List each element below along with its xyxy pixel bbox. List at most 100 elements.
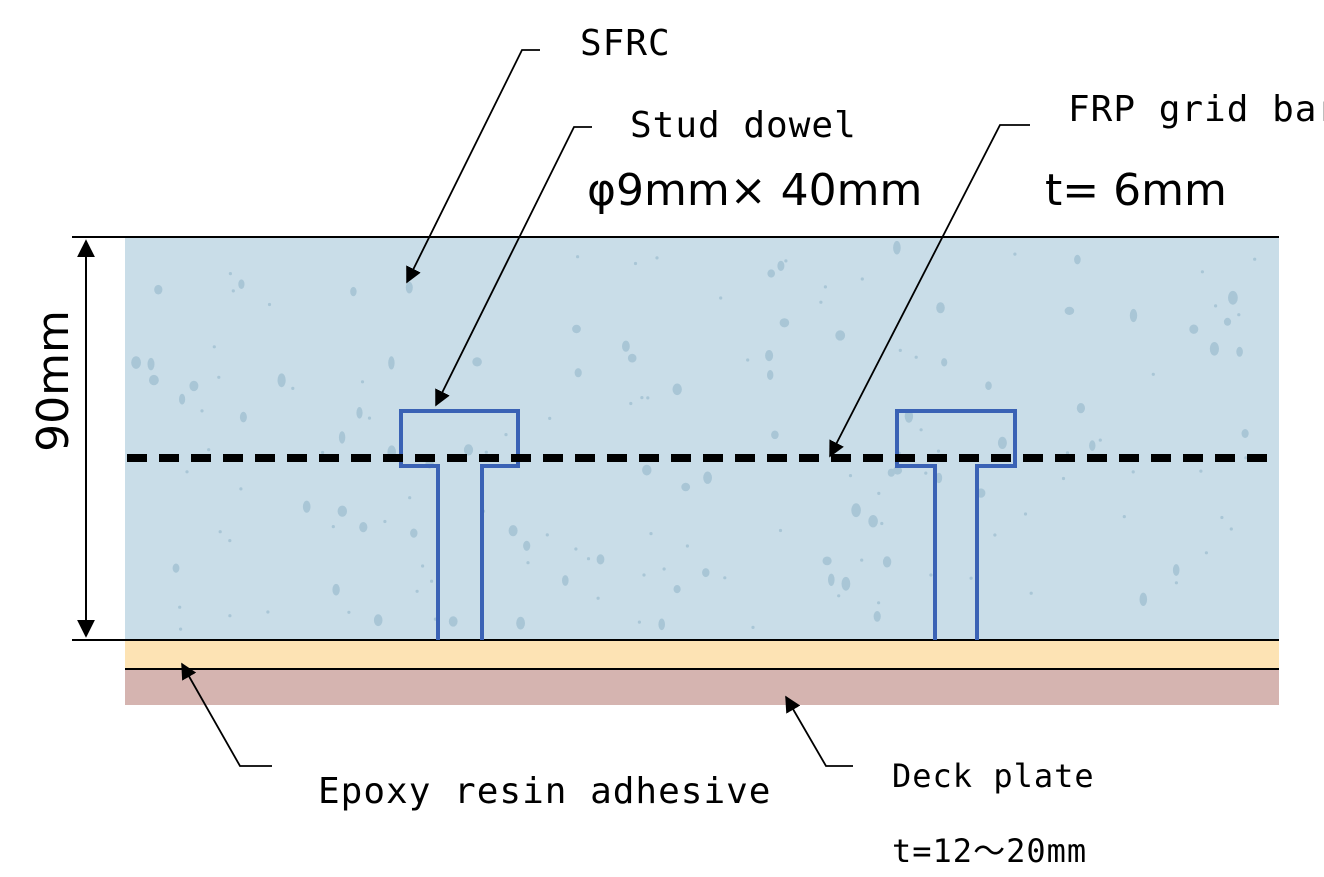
aggregate-speck [574,368,582,378]
aggregate-speck [767,269,775,278]
aggregate-speck [239,411,247,423]
aggregate-speck [548,416,552,420]
aggregate-speck [302,500,311,513]
aggregate-speck [178,605,182,609]
aggregate-speck [576,255,580,259]
aggregate-speck [1236,346,1243,357]
aggregate-speck [388,356,395,370]
aggregate-speck [751,625,755,630]
aggregate-speck [681,482,691,492]
aggregate-speck [1076,403,1085,414]
aggregate-speck [1089,440,1096,451]
aggregate-speck [463,444,474,456]
aggregate-speck [350,286,357,297]
aggregate-speck [338,431,346,444]
aggregate-speck [765,350,774,362]
aggregate-speck [545,533,549,537]
aggregate-speck [574,547,578,551]
aggregate-speck [649,532,653,536]
aggregate-speck [1214,304,1218,308]
aggregate-speck [835,330,846,341]
aggregate-speck [231,289,235,293]
aggregate-speck [904,409,914,423]
aggregate-speck [200,409,204,413]
aggregate-speck [1131,470,1135,474]
aggregate-speck [1061,476,1066,481]
aggregate-speck [179,627,183,631]
aggregate-speck [685,544,690,548]
aggregate-speck [622,340,630,352]
aggregate-speck [154,284,163,295]
aggregate-speck [523,540,531,551]
aggregate-speck [291,386,295,390]
aggregate-speck [633,261,638,266]
aggregate-speck [572,324,581,334]
aggregate-speck [562,575,569,586]
aggregate-speck [347,610,351,614]
aggregate-speck [723,576,727,580]
aggregate-speck [924,471,928,475]
aggregate-speck [828,573,835,586]
aggregate-speck [914,355,918,359]
aggregate-speck [1229,527,1233,531]
aggregate-speck [596,596,600,600]
aggregate-speck [629,401,633,406]
aggregate-speck [1098,438,1102,442]
aggregate-speck [373,614,383,627]
aggregate-speck [1023,512,1028,516]
aggregate-speck [267,302,272,307]
aggregate-speck [746,358,750,362]
aggregate-speck [779,318,790,328]
sfrc-layer [125,237,1279,640]
deck-plate-leader [785,695,853,767]
aggregate-speck [189,380,199,392]
aggregate-speck [778,528,783,533]
aggregate-speck [504,433,508,437]
aggregate-speck [516,616,525,630]
aggregate-speck [212,345,216,349]
aggregate-speck [784,259,788,263]
aggregate-speck [877,601,881,605]
aggregate-speck [637,620,642,624]
stud-dowel-leader [435,126,592,407]
aggregate-speck [848,474,853,478]
aggregate-speck [936,449,941,453]
aggregate-speck [360,380,365,384]
aggregate-speck [321,450,325,455]
aggregate-speck [1065,451,1070,455]
aggregate-speck [1139,592,1148,606]
aggregate-speckles [131,240,1257,631]
aggregate-speck [415,589,419,593]
aggregate-speck [719,296,723,300]
aggregate-speck [172,563,180,573]
aggregate-speck [405,281,413,294]
aggregate-speck [627,353,637,363]
frp-grid-bar-label: FRP grid bar [1068,89,1324,130]
aggregate-speck [935,472,943,484]
deck-plate-layer [125,669,1279,705]
stud-dowel-left [399,409,520,640]
aggregate-speck [860,277,864,281]
aggregate-speck [1151,372,1155,376]
slab-depth-label: 90mm [28,310,79,452]
aggregate-speck [526,561,530,565]
aggregate-speck [997,436,1007,449]
aggregate-speck [1244,456,1248,460]
aggregate-speck [596,554,605,565]
aggregate-speck [1199,469,1203,473]
aggregate-speck [383,519,387,524]
aggregate-speck [228,272,232,276]
aggregate-speck [819,300,823,304]
aggregate-speck [969,576,973,580]
aggregate-speck [185,470,189,474]
aggregate-speck [238,279,245,290]
stud-dowel-right [895,409,1017,640]
deck-plate-label: Deck plate [892,757,1095,795]
aggregate-speck [430,579,434,583]
aggregate-speck [892,466,903,475]
stud-dowel-label: Stud dowel [630,105,857,146]
aggregate-speck [1074,254,1081,265]
aggregate-speck [147,357,155,371]
frp-grid-bar-leader [829,124,1030,458]
